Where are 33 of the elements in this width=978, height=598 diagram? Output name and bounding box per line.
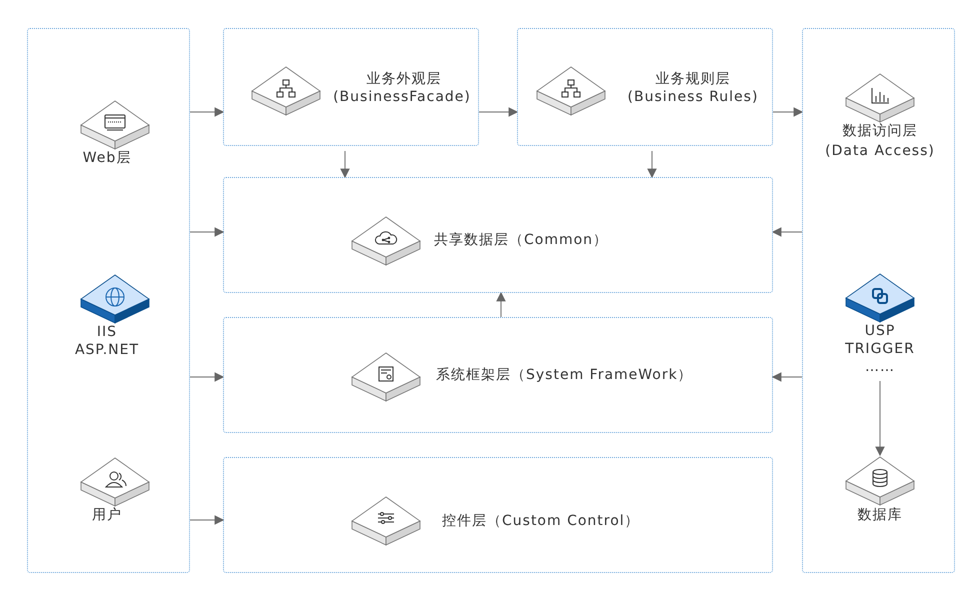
layer-label: 业务外观层 <box>366 70 442 88</box>
layer-label: 控件层（Custom Control） <box>442 512 641 530</box>
layer-subtitle: (Business Rules) <box>626 88 760 106</box>
arrow <box>190 515 224 525</box>
layer-label: 共享数据层（Common） <box>434 231 610 249</box>
layer-panel <box>517 28 773 146</box>
arrow <box>773 107 804 117</box>
group-panel <box>27 28 190 573</box>
layer-panel <box>223 317 773 433</box>
arrow <box>496 292 506 317</box>
arrow <box>875 381 885 456</box>
layer-panel <box>223 457 773 573</box>
layer-label: 系统框架层（System FrameWork） <box>436 366 694 384</box>
arrow <box>772 372 802 382</box>
layer-panel <box>223 177 773 293</box>
layer-label: 数据访问层 <box>842 122 918 140</box>
arrow <box>190 227 224 237</box>
layer-subtitle: (BusinessFacade) <box>332 88 472 106</box>
arrow <box>479 107 518 117</box>
group-panel <box>802 28 955 573</box>
arrow <box>190 372 224 382</box>
arrow <box>340 151 350 178</box>
layer-label: 业务规则层 <box>654 70 732 88</box>
layer-label: IIS ASP.NET <box>74 323 140 359</box>
arrow <box>772 227 802 237</box>
layer-subtitle: (Data Access) <box>824 142 936 160</box>
arrow <box>190 107 224 117</box>
layer-label: 用户 <box>91 506 123 524</box>
layer-panel <box>223 28 479 146</box>
layer-label: 数据库 <box>856 506 904 524</box>
arrow <box>647 151 657 178</box>
layer-label: USP TRIGGER …… <box>844 322 916 376</box>
layer-label: Web层 <box>82 149 132 167</box>
